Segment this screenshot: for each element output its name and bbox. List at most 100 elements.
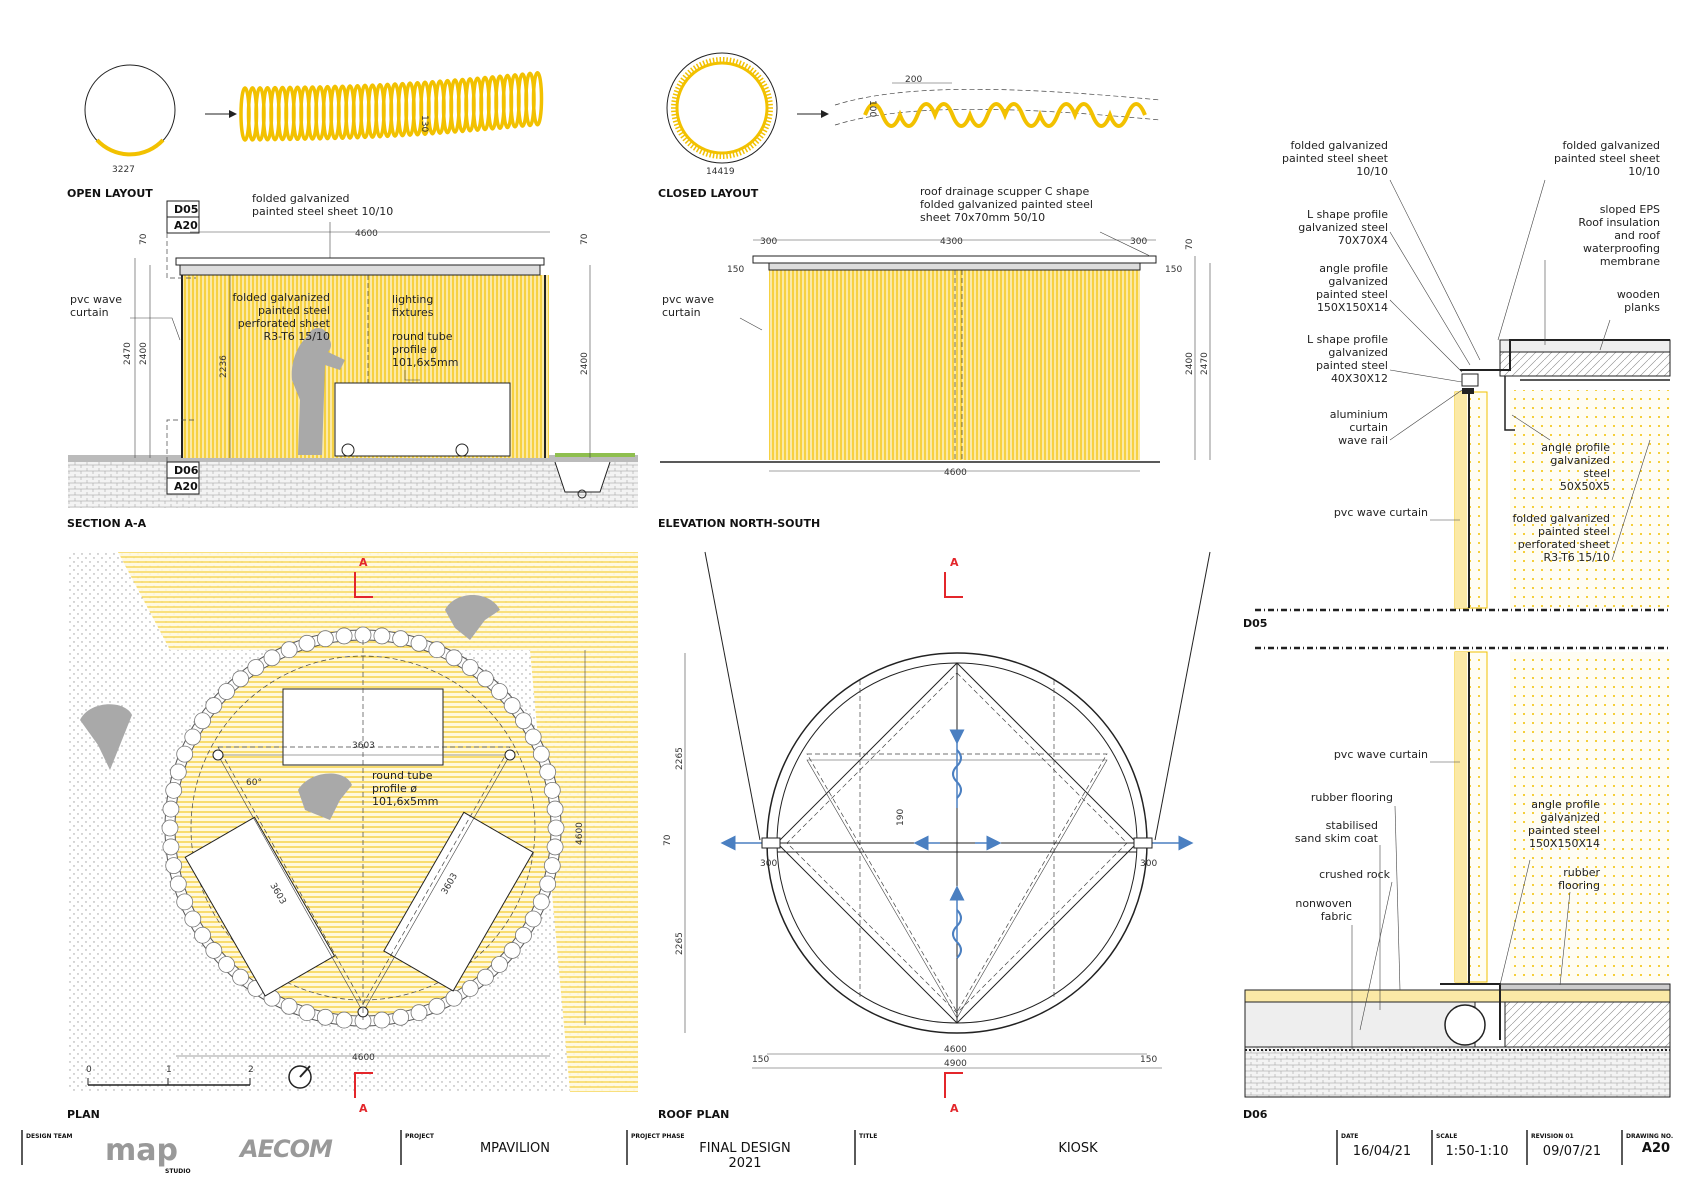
tb-phase-label: PROJECT PHASE [631, 1133, 685, 1140]
elev-dim-side-l: 150 [727, 265, 744, 275]
title-block: DESIGN TEAM map STUDIO AECOM PROJECT MPA… [21, 1130, 1673, 1175]
elev-dim-side-r: 150 [1165, 265, 1182, 275]
plan-dim-bench: 3603 [352, 741, 375, 751]
logo-map-sub: STUDIO [165, 1168, 191, 1175]
scale-0: 0 [86, 1065, 92, 1075]
elev-dim-h1: 70 [1185, 238, 1195, 250]
elev-dim-top-m: 4300 [940, 237, 963, 247]
title-section: SECTION A-A [67, 517, 147, 530]
closed-wave-curtain [863, 102, 1147, 128]
roof-dim-w1: 4600 [944, 1045, 967, 1055]
title-plan: PLAN [67, 1108, 100, 1121]
tb-drawing: A20 [1642, 1141, 1670, 1156]
scale-2: 2 [248, 1065, 254, 1075]
plan-dim-w: 4600 [352, 1053, 375, 1063]
title-closed-layout: CLOSED LAYOUT [658, 187, 759, 200]
roof-dim-gap: 190 [896, 809, 906, 826]
title-roof-plan: ROOF PLAN [658, 1108, 729, 1121]
closed-pitch-dim: 200 [905, 75, 922, 85]
title-elevation: ELEVATION NORTH-SOUTH [658, 517, 820, 530]
plan-curtain-scallops [161, 626, 565, 1030]
logo-aecom: AECOM [238, 1135, 333, 1163]
section-dim-h4: 70 [139, 233, 149, 245]
closed-perimeter-dim: 14419 [706, 167, 735, 177]
plan-dim-angle: 60° [246, 778, 262, 788]
section-tag-top-a: D05 [174, 203, 198, 216]
section-tag-bot-b: A20 [174, 480, 198, 493]
roof-dim-l: 300 [760, 859, 777, 869]
plan-section-mark-top: A [359, 556, 368, 569]
tb-revision-label: REVISION 01 [1531, 1133, 1574, 1140]
section-dim-h5: 70 [580, 233, 590, 245]
elev-dim-h3: 2470 [1200, 352, 1210, 375]
elev-dim-bottom: 4600 [944, 468, 967, 478]
tb-title: KIOSK [1058, 1141, 1098, 1156]
tb-title-label: TITLE [859, 1133, 877, 1140]
title-d05: D05 [1243, 617, 1267, 630]
tb-date-label: DATE [1341, 1133, 1358, 1140]
tb-scale: 1:50-1:10 [1445, 1144, 1508, 1159]
roof-dim-w2: 4900 [944, 1059, 967, 1069]
section-tag-bot-a: D06 [174, 464, 199, 477]
roof-dim-s1: 150 [752, 1055, 769, 1065]
scale-1: 1 [166, 1065, 172, 1075]
d06-callout-l2: rubber flooring [1311, 791, 1393, 804]
roof-dim-top: 2265 [675, 747, 685, 770]
tb-project: MPAVILION [480, 1141, 550, 1156]
open-coil-curtain [239, 70, 544, 142]
logo-map: map [105, 1133, 178, 1168]
roof-section-mark-bot: A [950, 1102, 959, 1115]
tb-scale-label: SCALE [1436, 1133, 1457, 1140]
section-a-a: D05 A20 D06 A20 4600 2470 2400 2236 70 7… [67, 192, 638, 530]
roof-plan: 300 300 190 2265 2265 70 4600 4900 150 1… [658, 551, 1211, 1121]
section-tag-top-b: A20 [174, 219, 198, 232]
section-dim-h2: 2400 [139, 342, 149, 365]
roof-dim-s2: 150 [1140, 1055, 1157, 1065]
d06-callout-l4: crushed rock [1319, 868, 1391, 881]
elev-dim-h2: 2400 [1185, 352, 1195, 375]
roof-dim-bottom: 2265 [675, 932, 685, 955]
roof-dim-r: 300 [1140, 859, 1157, 869]
roof-dim-mid: 70 [663, 834, 673, 846]
tb-date: 16/04/21 [1353, 1144, 1411, 1159]
open-layout-diagram: 3227 130 OPEN LAYOUT [67, 64, 544, 200]
plan-dim-h: 4600 [575, 822, 585, 845]
d06-callout-l1: pvc wave curtain [1334, 748, 1428, 761]
plan-section-mark-bot: A [359, 1102, 368, 1115]
elev-dim-top-r: 300 [1130, 237, 1147, 247]
tb-revision: 09/07/21 [1543, 1144, 1601, 1159]
tb-drawing-label: DRAWING NO. [1626, 1133, 1673, 1140]
elevation-north-south: 300 4300 300 150 150 4600 70 2400 2470 r… [658, 185, 1211, 530]
closed-ring-ticks [671, 57, 773, 159]
tb-design-team-label: DESIGN TEAM [26, 1133, 73, 1140]
closed-layout-diagram: 14419 200 100 CLOSED LAYOUT [658, 52, 1161, 200]
section-dim-h6: 2400 [580, 352, 590, 375]
title-d06: D06 [1243, 1108, 1268, 1121]
section-dim-h3: 2236 [219, 355, 229, 378]
